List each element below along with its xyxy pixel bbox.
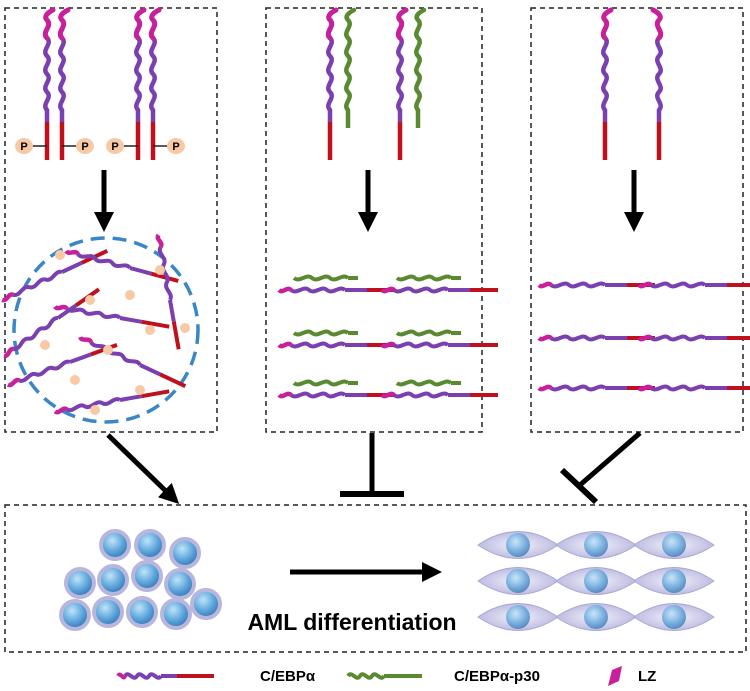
lz-monomer-grid	[539, 284, 750, 390]
legend: C/EBPα C/EBPα-p30 LZ	[116, 666, 656, 686]
legend-p30-label: C/EBPα-p30	[454, 668, 540, 685]
phospho-label-4: P	[172, 141, 179, 153]
cebpa-p30-icon	[346, 672, 422, 680]
lz-icon	[608, 666, 622, 686]
lz-monomer-1	[603, 10, 611, 160]
undifferentiated-cells	[59, 529, 222, 631]
phospho-label-1: P	[20, 141, 27, 153]
panel-phosphorylated	[4, 7, 218, 433]
inhibit-bar-lz	[559, 431, 642, 505]
cebpa-icon	[116, 672, 214, 680]
legend-lz-label: LZ	[638, 668, 656, 685]
p30-dimer-2	[398, 10, 424, 160]
differentiation-label: AML differentiation	[247, 609, 456, 635]
condensate-proteins	[2, 235, 190, 415]
phospho-label-2: P	[81, 141, 88, 153]
p30-dimer-1	[328, 10, 354, 160]
condensate-circle	[12, 236, 200, 424]
phospho-label-3: P	[111, 141, 118, 153]
panel-differentiation	[4, 504, 747, 653]
legend-cebpa-label: C/EBPα	[260, 668, 316, 685]
promote-arrow	[106, 433, 180, 504]
phospho-dimer-2	[121, 10, 169, 160]
p30-complex-grid	[279, 274, 498, 397]
panel-p30	[265, 7, 483, 433]
lz-monomer-2	[653, 10, 661, 160]
differentiated-cells	[477, 531, 715, 631]
panel-lz-mutant	[530, 7, 744, 433]
phospho-dimer-1	[30, 10, 78, 160]
phospho-badges	[15, 138, 185, 154]
inhibit-bar-p30	[340, 433, 404, 497]
